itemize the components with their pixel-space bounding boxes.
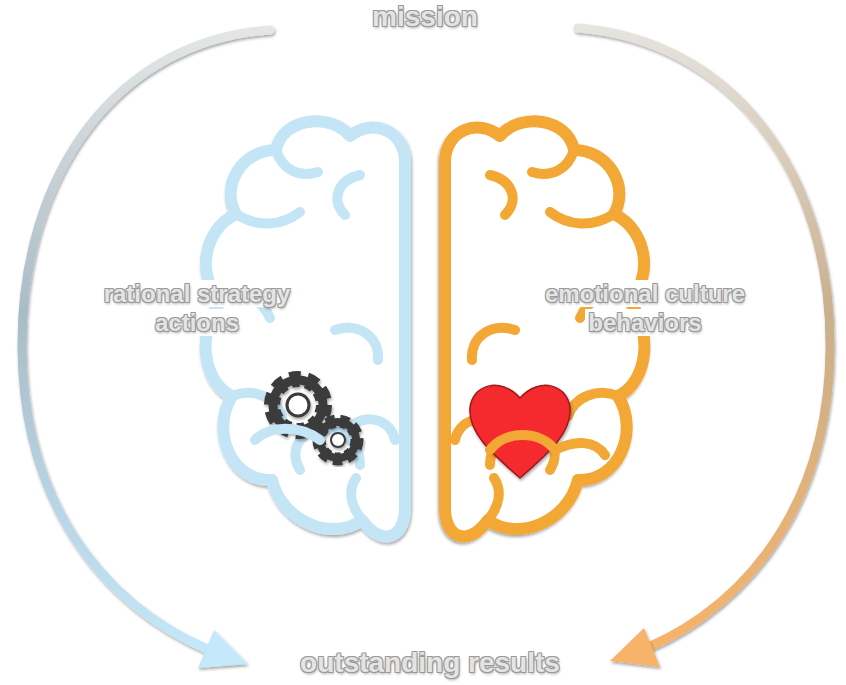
results-label: outstanding results (240, 646, 620, 680)
label-text: emotional culture behaviors (542, 280, 748, 336)
mission-label: mission (275, 0, 575, 34)
label-text: mission (369, 1, 481, 32)
culture-label: emotional culture behaviors (528, 280, 763, 338)
label-text: outstanding results (297, 647, 563, 678)
strategy-label: rational strategy actions (85, 280, 310, 338)
label-text: rational strategy actions (101, 280, 294, 336)
